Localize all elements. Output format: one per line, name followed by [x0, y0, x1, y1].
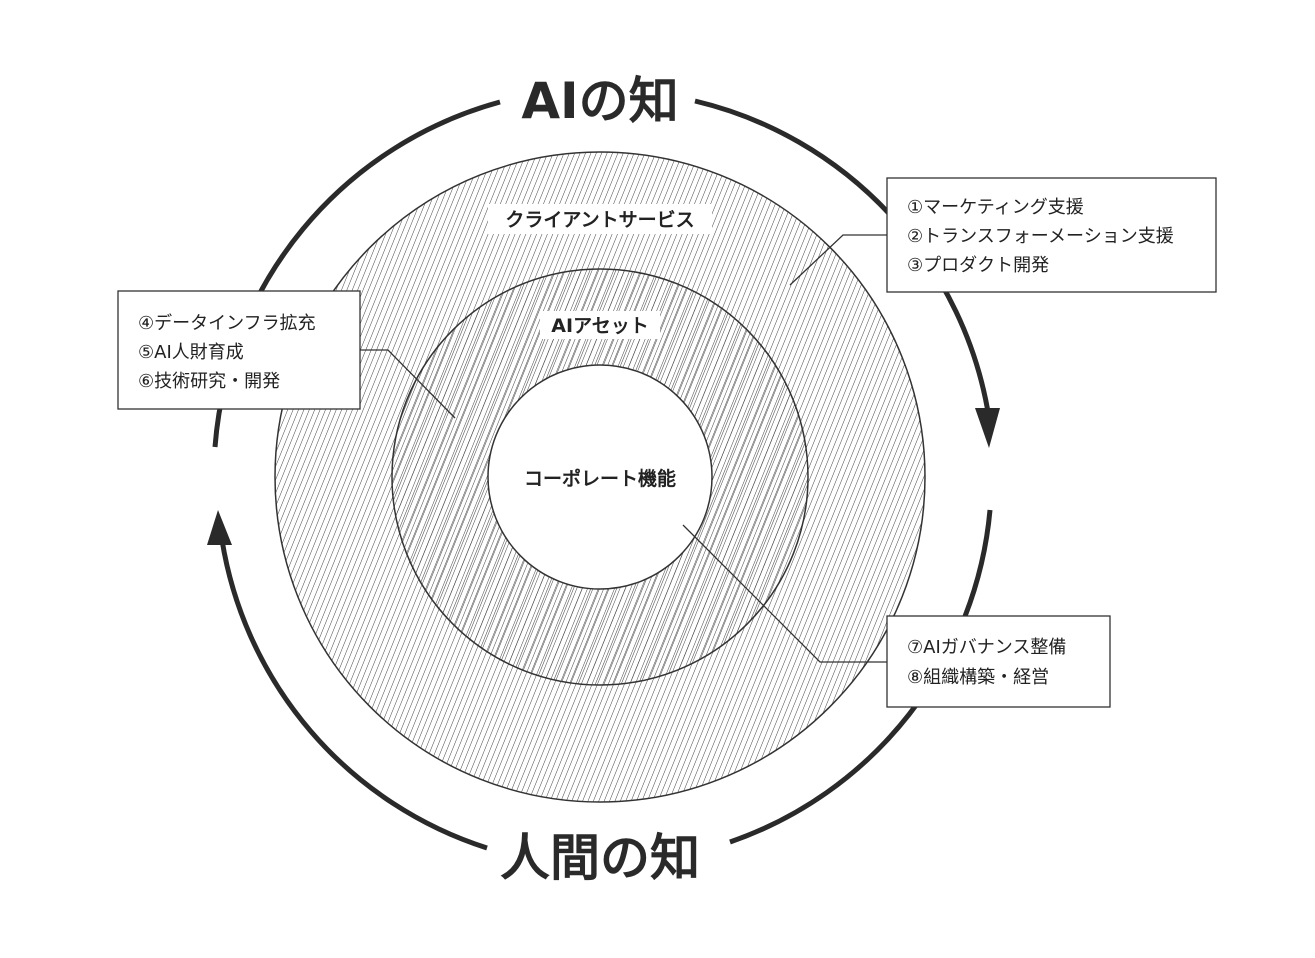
- down-arrow-icon: [975, 408, 1000, 448]
- ai-assets-leader: [360, 349, 456, 419]
- ai-assets-item: ⑥技術研究・開発: [138, 371, 280, 392]
- human-knowledge-label: 人間の知: [500, 829, 700, 887]
- ai-assets-label: AIアセット: [551, 315, 648, 337]
- corporate-item: ⑦AIガバナンス整備: [907, 637, 1066, 658]
- client-services-item: ①マーケティング支援: [907, 197, 1084, 218]
- corporate-box: ⑦AIガバナンス整備 ⑧組織構築・経営: [886, 615, 1111, 708]
- corporate-functions-label: コーポレート機能: [524, 467, 676, 490]
- bottom-left-cycle-arc: [219, 539, 488, 851]
- ai-assets-box: ④データインフラ拡充 ⑤AI人財育成 ⑥技術研究・開発: [117, 290, 361, 410]
- ai-assets-label-bg: [540, 311, 660, 339]
- up-arrow-icon: [207, 510, 232, 545]
- client-services-label: クライアントサービス: [505, 209, 694, 231]
- client-services-leader: [789, 234, 888, 286]
- corporate-item: ⑧組織構築・経営: [907, 667, 1049, 688]
- client-services-label-bg: [488, 204, 712, 234]
- client-services-item: ③プロダクト開発: [907, 255, 1049, 276]
- bottom-right-cycle-arc: [729, 509, 993, 845]
- ai-knowledge-label: AIの知: [521, 72, 678, 130]
- ai-assets-item: ④データインフラ拡充: [138, 313, 316, 334]
- corporate-core: [487, 364, 713, 590]
- client-services-box: ①マーケティング支援 ②トランスフォーメーション支援 ③プロダクト開発: [886, 177, 1217, 293]
- ai-assets-item: ⑤AI人財育成: [138, 342, 244, 363]
- corporate-leader: [682, 524, 887, 663]
- client-services-item: ②トランスフォーメーション支援: [907, 226, 1174, 247]
